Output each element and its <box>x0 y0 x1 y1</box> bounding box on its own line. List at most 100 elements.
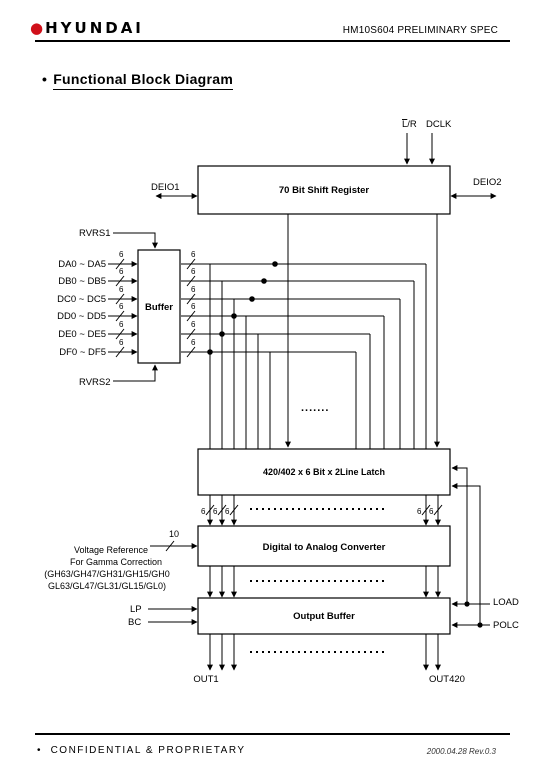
polc-signal: POLC <box>451 483 519 631</box>
rvrs2-signal: RVRS2 <box>79 364 158 388</box>
junction-dot-5 <box>207 349 213 355</box>
polc-label: POLC <box>493 620 519 631</box>
document-title: HM10S604 PRELIMINARY SPEC <box>342 25 498 36</box>
latch-dac-width-2: 6 <box>225 507 230 516</box>
lr-signal: L/R <box>402 119 417 165</box>
revision-label: 2000.04.28 Rev.0.3 <box>426 747 496 756</box>
data-input-width-1: 6 <box>119 267 124 276</box>
latch-block: 420/402 x 6 Bit x 2Line Latch <box>197 448 451 496</box>
deio2-signal: DEIO2 <box>450 177 502 199</box>
buffer-outputs: 6 6 6 6 6 6 <box>181 250 427 449</box>
data-input-slash-0 <box>115 258 125 270</box>
out420-label: OUT420 <box>429 674 465 685</box>
data-input-label-2: DC0 ~ DC5 <box>57 294 106 305</box>
latch-dac-slash-3 <box>421 504 431 516</box>
footer-confidential: • CONFIDENTIAL & PROPRIETARY <box>37 745 246 756</box>
data-input-label-3: DD0 ~ DD5 <box>57 311 106 322</box>
junction-dot-1 <box>261 278 267 284</box>
footer-rule <box>35 733 510 735</box>
latch-label: 420/402 x 6 Bit x 2Line Latch <box>263 467 385 477</box>
buffer-out-slash-1 <box>186 275 196 287</box>
data-input-width-4: 6 <box>119 320 124 329</box>
voltage-reference-input: 10 Voltage Reference For Gamma Correctio… <box>44 529 198 591</box>
data-input-width-0: 6 <box>119 250 124 259</box>
junction-dot-3 <box>231 313 237 319</box>
data-input-slash-2 <box>115 293 125 305</box>
latch-dac-slash-0 <box>205 504 215 516</box>
lp-signal: LP <box>130 604 198 615</box>
buffer-out-width-1: 6 <box>191 267 196 276</box>
deio2-label: DEIO2 <box>473 177 502 188</box>
load-label: LOAD <box>493 597 519 608</box>
dac-label: Digital to Analog Converter <box>263 542 386 553</box>
svg-text:L/R: L/R <box>402 119 417 130</box>
hyundai-logo: ●HYUNDAI <box>30 19 144 37</box>
data-input-label-0: DA0 ~ DA5 <box>58 259 106 270</box>
shift-register-block: 70 Bit Shift Register <box>197 165 451 215</box>
data-input-slash-4 <box>115 328 125 340</box>
output-bus <box>207 634 441 671</box>
vref-line-1: Voltage Reference <box>74 545 148 555</box>
junction-dot-0 <box>272 261 278 267</box>
deio1-signal: DEIO1 <box>151 182 198 199</box>
buffer-out-width-0: 6 <box>191 250 196 259</box>
buffer-out-slash-4 <box>186 328 196 340</box>
out1-label: OUT1 <box>193 674 218 685</box>
logo-text: HYUNDAI <box>45 19 144 37</box>
buffer-out-width-2: 6 <box>191 285 196 294</box>
footer-bullet: • <box>37 745 43 756</box>
data-input-width-5: 6 <box>119 338 124 347</box>
bc-label: BC <box>128 617 141 628</box>
vref-line-3: (GH63/GH47/GH31/GH15/GH0 <box>44 569 170 579</box>
buffer-out-slash-0 <box>186 258 196 270</box>
lr-rest-label: /R <box>407 119 417 130</box>
channel-ellipsis: ....... <box>301 402 329 414</box>
lr-bar-label: L <box>402 119 407 130</box>
buffer-label: Buffer <box>145 302 173 313</box>
section-bullet: • <box>42 71 48 87</box>
data-input-width-3: 6 <box>119 302 124 311</box>
data-input-slash-5 <box>115 346 125 358</box>
vref-width-label: 10 <box>169 529 179 539</box>
buffer-out-width-5: 6 <box>191 338 196 347</box>
buffer-out-width-3: 6 <box>191 302 196 311</box>
dac-to-output-bus <box>207 566 441 598</box>
data-input-slash-1 <box>115 275 125 287</box>
buffer-out-slash-5 <box>186 346 196 358</box>
output-buffer-block: Output Buffer <box>197 597 451 635</box>
latch-dac-width-0: 6 <box>201 507 206 516</box>
latch-dac-width-4: 6 <box>429 507 434 516</box>
latch-dac-width-3: 6 <box>417 507 422 516</box>
buffer-block: Buffer <box>137 249 181 364</box>
buffer-out-slash-2 <box>186 293 196 305</box>
latch-dac-slash-1 <box>217 504 227 516</box>
junction-dot-4 <box>219 331 225 337</box>
shift-to-latch-lines <box>285 214 440 448</box>
data-input-label-1: DB0 ~ DB5 <box>58 276 106 287</box>
output-buffer-label: Output Buffer <box>293 611 355 622</box>
buffer-out-width-4: 6 <box>191 320 196 329</box>
latch-dac-slash-2 <box>229 504 239 516</box>
junction-dot-2 <box>249 296 255 302</box>
data-input-width-2: 6 <box>119 285 124 294</box>
lp-label: LP <box>130 604 142 615</box>
header-rule <box>35 40 510 42</box>
bc-signal: BC <box>128 617 198 628</box>
logo-mark-icon: ● <box>30 19 44 37</box>
section-heading: • Functional Block Diagram <box>42 71 234 90</box>
buffer-out-slash-3 <box>186 310 196 322</box>
latch-dac-slash-4 <box>433 504 443 516</box>
shift-register-label: 70 Bit Shift Register <box>279 185 370 196</box>
latch-dac-width-1: 6 <box>213 507 218 516</box>
dac-block: Digital to Analog Converter <box>197 525 451 567</box>
vref-line-2: For Gamma Correction <box>70 557 162 567</box>
rvrs2-label: RVRS2 <box>79 377 111 388</box>
data-input-slash-3 <box>115 310 125 322</box>
load-signal: LOAD <box>451 465 519 608</box>
data-input-label-4: DE0 ~ DE5 <box>58 329 106 340</box>
rvrs1-label: RVRS1 <box>79 228 111 239</box>
section-title: Functional Block Diagram <box>53 71 234 90</box>
